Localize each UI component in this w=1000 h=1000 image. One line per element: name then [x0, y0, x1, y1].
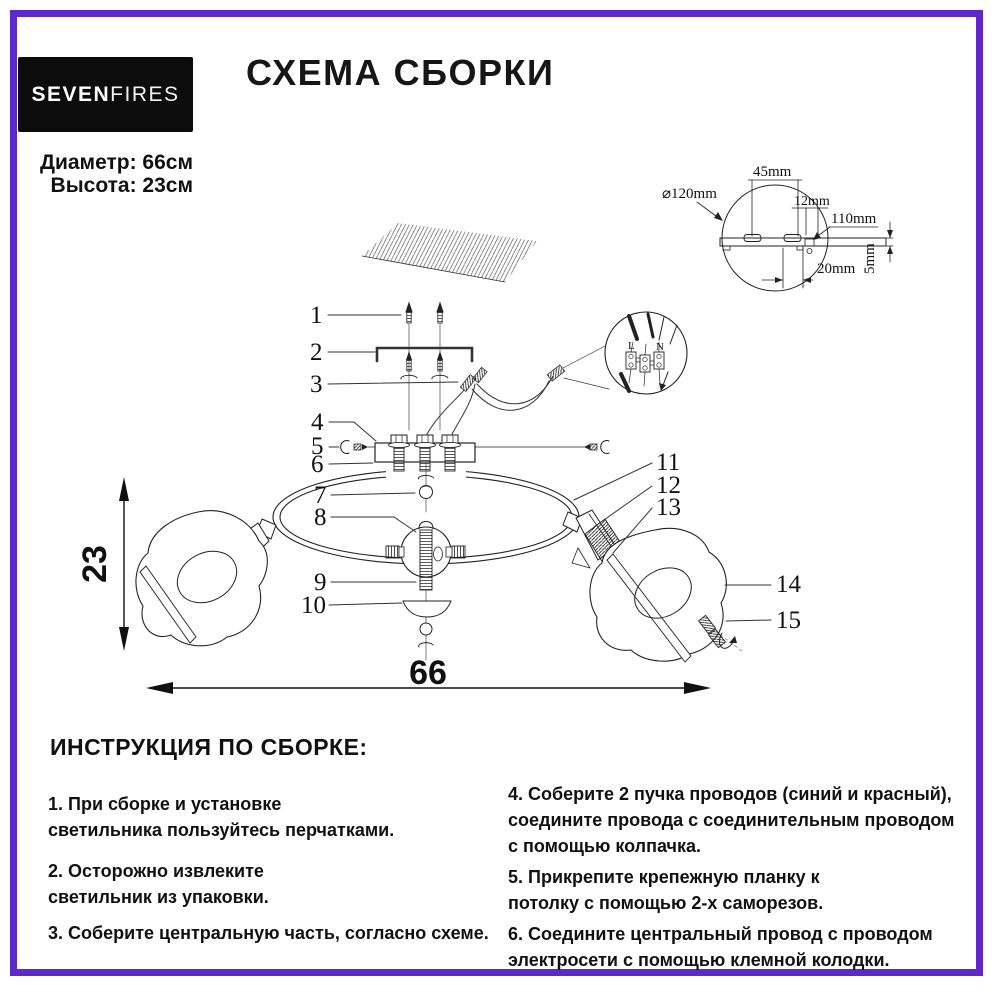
- dim-5mm: 5mm: [862, 243, 878, 274]
- part-label-6: 6: [311, 451, 324, 478]
- central-body-part8: [385, 520, 466, 591]
- brand-logo-light: FIRES: [110, 82, 180, 106]
- product-dimensions: Диаметр: 66см Высота: 23см: [20, 151, 193, 197]
- dim-width-label: 66: [409, 654, 447, 692]
- instruction-item-2: 2. Осторожно извлеките светильник из упа…: [48, 861, 269, 907]
- shade-fixing-part15: [697, 614, 737, 649]
- dim-12mm: 12mm: [794, 194, 830, 209]
- part-label-7: 7: [314, 482, 327, 509]
- ceiling-plate-part4-6: [340, 434, 610, 472]
- mounting-bracket-part2: [375, 346, 474, 380]
- part-label-12: 12: [656, 472, 681, 499]
- part-label-1: 1: [310, 302, 323, 329]
- terminal-label-neutral: N: [656, 341, 664, 353]
- part-label-13: 13: [656, 494, 681, 521]
- left-shade: [135, 510, 268, 647]
- part-label-9: 9: [314, 569, 327, 596]
- instruction-item-6: 6. Соедините центральный провод с провод…: [508, 924, 933, 970]
- wiring-detail-circle: L N: [604, 311, 688, 395]
- part-label-10: 10: [301, 592, 326, 619]
- instruction-item-4: 4. Соберите 2 пучка проводов (синий и кр…: [508, 784, 955, 856]
- right-shade-part14: [589, 527, 727, 663]
- part-label-8: 8: [314, 504, 327, 531]
- decor-ball-part7: [418, 461, 434, 513]
- brand-logo-bold: SEVEN: [31, 82, 111, 106]
- diameter-label: Диаметр: 66см: [40, 151, 193, 174]
- bottom-bowl-part10: [402, 589, 452, 661]
- terminal-label-line: L: [628, 340, 635, 352]
- bracket-detail: 45mm ⌀120mm 12mm 110mm 20mm: [662, 164, 894, 292]
- part-label-11: 11: [656, 449, 680, 476]
- part-label-14: 14: [776, 571, 802, 598]
- ceiling-hatch: [361, 223, 537, 283]
- dim-height-label: 23: [76, 545, 114, 583]
- dim-20mm: 20mm: [817, 261, 856, 277]
- screw-guide-lines: [408, 323, 441, 431]
- height-label: Высота: 23см: [50, 174, 193, 197]
- dim-120mm: ⌀120mm: [662, 186, 717, 202]
- part-label-3: 3: [310, 371, 323, 398]
- dim-45mm: 45mm: [753, 164, 792, 180]
- dim-width-66: 66: [146, 654, 711, 694]
- part-label-5: 5: [311, 433, 324, 460]
- instruction-item-5: 5. Прикрепите крепежную планку к потолку…: [508, 867, 824, 913]
- part-label-4: 4: [311, 409, 324, 436]
- part-label-15: 15: [776, 607, 801, 634]
- threaded-rod-part9: [419, 529, 433, 591]
- mounting-screws-part1: [405, 302, 444, 324]
- callout-leaders: [327, 314, 772, 622]
- instructions-heading: ИНСТРУКЦИЯ ПО СБОРКЕ:: [50, 734, 368, 760]
- page-title: СХЕМА СБОРКИ: [246, 52, 555, 93]
- part-label-2: 2: [310, 339, 323, 366]
- purple-border-frame: [10, 10, 983, 976]
- part-number-labels: 1 2 3 4 5 6 7 8 9 10 11 12 13 14 15: [301, 302, 802, 634]
- instruction-item-1: 1. При сборке и установке светильника по…: [48, 794, 395, 840]
- instruction-item-3: 3. Соберите центральную часть, согласно …: [48, 923, 489, 943]
- dim-110mm: 110mm: [831, 211, 877, 227]
- wire-connectors-part3: [426, 344, 610, 435]
- dim-height-23: 23: [76, 477, 129, 651]
